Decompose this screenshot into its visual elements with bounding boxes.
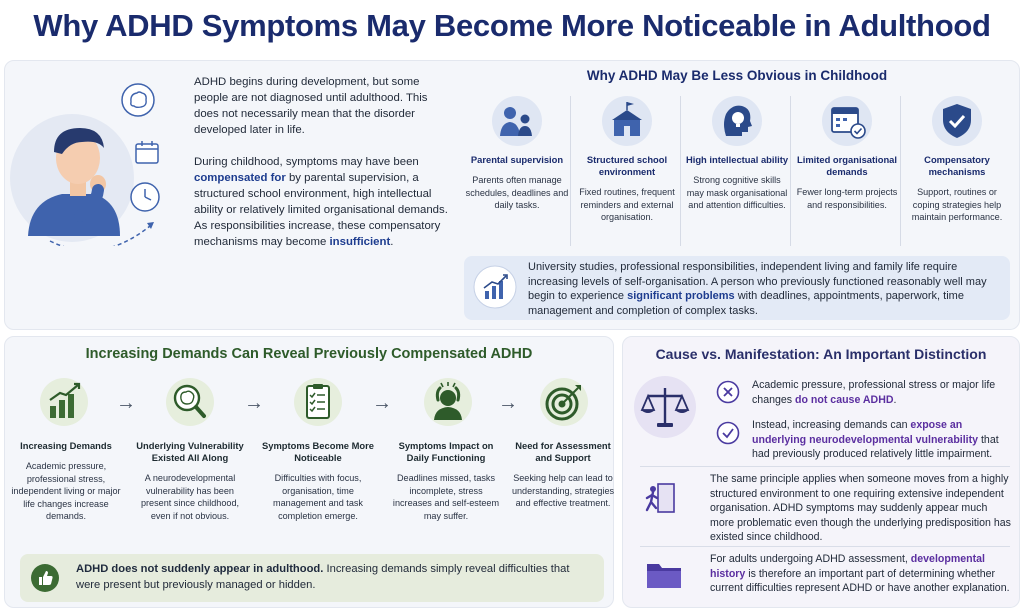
folder-icon [644, 556, 684, 592]
checklist-icon [292, 376, 344, 428]
intro-paragraph-2: During childhood, symptoms may have been… [194, 156, 448, 248]
step-daily-functioning: Symptoms Impact on Daily Functioning Dea… [392, 440, 500, 521]
highlight-do-not-cause: do not cause ADHD [795, 393, 894, 406]
x-circle-icon [716, 380, 740, 404]
stressed-person-icon [422, 376, 474, 428]
adult-demands-note [464, 256, 1010, 320]
demands-heading: Increasing Demands Can Reveal Previously… [85, 346, 533, 362]
school-icon [600, 94, 654, 148]
arrow-right-icon: → [244, 392, 264, 414]
growth-chart-icon [472, 264, 518, 310]
factor-parental-supervision: Parental supervision Parents often manag… [465, 154, 569, 210]
childhood-heading: Why ADHD May Be Less Obvious in Childhoo… [586, 68, 888, 83]
divider [790, 96, 791, 246]
divider [570, 96, 571, 246]
divider [640, 546, 1010, 547]
step-underlying-vulnerability: Underlying Vulnerability Existed All Alo… [136, 440, 244, 521]
adult-demands-text: University studies, professional respons… [528, 261, 987, 317]
arrow-right-icon: → [116, 392, 136, 414]
highlight-developmental-history: developmental history [710, 553, 985, 580]
highlight-expose: expose an underlying neurodevelopmental … [752, 419, 979, 446]
cause-item-developmental-history: For adults undergoing ADHD assessment, d… [710, 553, 1010, 594]
brain-icon [120, 82, 156, 118]
cause-item-expose: Instead, increasing demands can expose a… [752, 419, 999, 460]
calendar-check-icon [820, 94, 874, 148]
divider [640, 466, 1010, 467]
highlight-compensated: compensated for [194, 172, 286, 184]
divider [680, 96, 681, 246]
clock-icon [128, 180, 162, 214]
door-exit-icon [642, 478, 682, 518]
highlight-insufficient: insufficient [329, 236, 391, 248]
page-title: Why ADHD Symptoms May Become More Notice… [33, 8, 991, 43]
cause-panel [622, 336, 1020, 608]
arrow-right-icon: → [498, 392, 518, 414]
target-icon [538, 376, 590, 428]
cause-item-structured-environment: The same principle applies when someone … [710, 473, 1011, 543]
factor-high-intellectual-ability: High intellectual ability Strong cogniti… [685, 154, 789, 210]
thinking-person-illustration [10, 66, 180, 246]
step-symptoms-noticeable: Symptoms Become More Noticeable Difficul… [262, 440, 375, 521]
arrow-right-icon: → [372, 392, 392, 414]
cause-heading: Cause vs. Manifestation: An Important Di… [655, 346, 987, 362]
demands-footer-box [20, 554, 604, 602]
parent-child-icon [490, 94, 544, 148]
highlight-significant-problems: significant problems [627, 290, 735, 303]
step-assessment-support: Need for Assessment and Support Seeking … [511, 440, 615, 508]
thumbs-up-icon [30, 563, 60, 593]
factor-structured-school: Structured school environment Fixed rout… [579, 154, 675, 222]
childhood-factors: Parental supervision Parents often manag… [462, 92, 1012, 252]
step-increasing-demands: Increasing Demands Academic pressure, pr… [11, 440, 121, 521]
calendar-icon [132, 138, 162, 168]
shield-check-icon [930, 94, 984, 148]
brain-magnifier-icon [164, 376, 216, 428]
factor-limited-organisational-demands: Limited organisational demands Fewer lon… [796, 154, 898, 210]
divider [900, 96, 901, 246]
demands-footer-text: ADHD does not suddenly appear in adultho… [76, 563, 570, 591]
intro-paragraph-1: ADHD begins during development, but some… [194, 76, 428, 136]
lightbulb-head-icon [710, 94, 764, 148]
rising-chart-icon [38, 376, 90, 428]
factor-compensatory-mechanisms: Compensatory mechanisms Support, routine… [911, 154, 1003, 222]
check-circle-icon [716, 421, 740, 445]
cause-item-not-cause: Academic pressure, professional stress o… [752, 379, 996, 406]
scales-icon [632, 374, 698, 440]
